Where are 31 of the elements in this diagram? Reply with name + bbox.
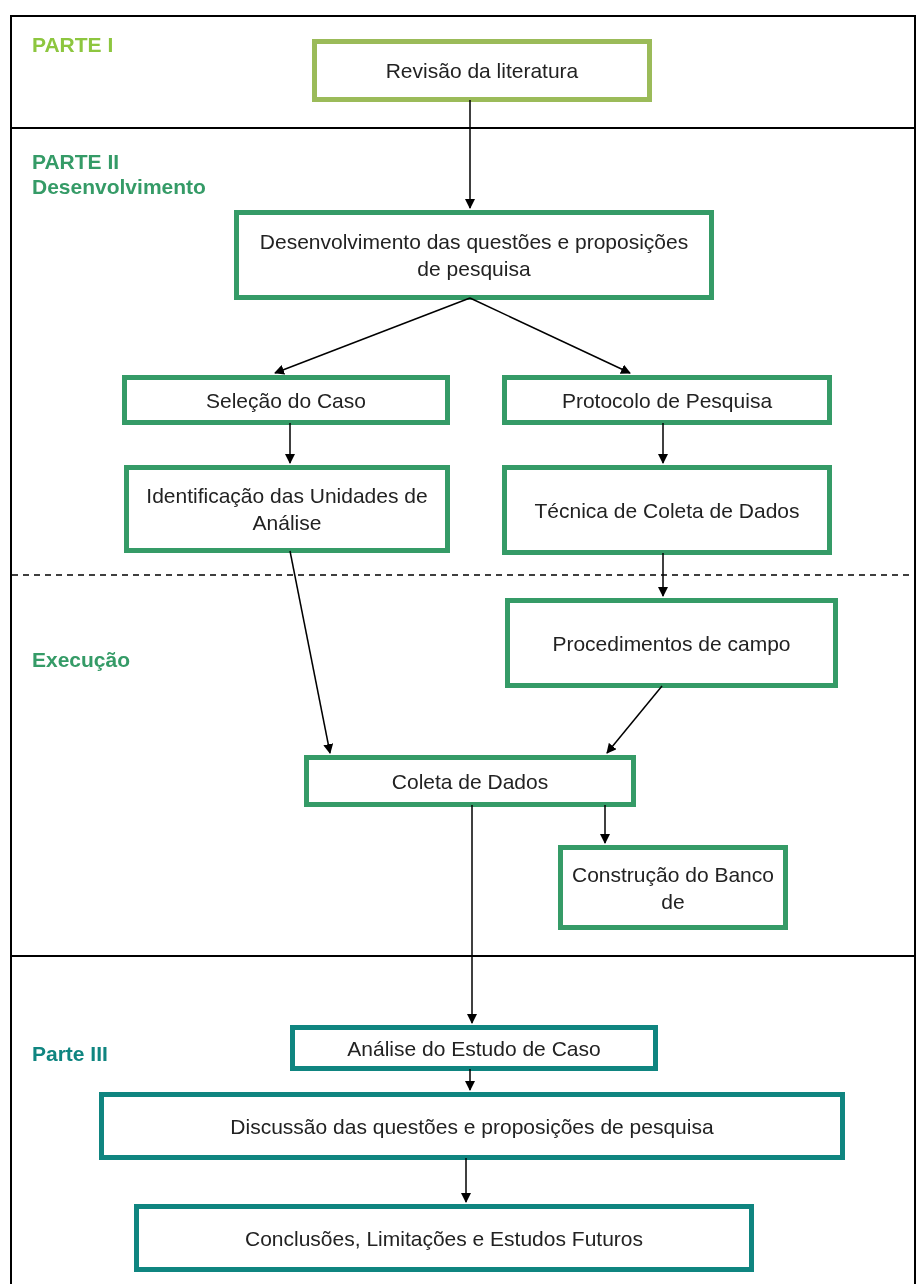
process-box: Seleção do Caso [122, 375, 450, 425]
section-band [10, 127, 916, 955]
arrow [461, 1157, 471, 1203]
section-band [10, 955, 916, 1284]
section-title: Parte III [32, 1041, 109, 1066]
arrow [606, 685, 663, 754]
process-box: Identificação das Unidades de Análise [124, 465, 450, 553]
arrow [274, 297, 471, 375]
arrow [658, 422, 668, 464]
arrow [289, 550, 334, 754]
process-box: Discussão das questões e proposições de pesquisa [99, 1092, 845, 1160]
process-box: Conclusões, Limitações e Estudos Futuros [134, 1204, 754, 1272]
arrow [469, 297, 631, 374]
section-band [10, 15, 916, 127]
process-box: Coleta de Dados [304, 755, 636, 807]
section-title: PARTE II Desenvolvimento [32, 149, 207, 199]
process-box: Protocolo de Pesquisa [502, 375, 832, 425]
process-box: Desenvolvimento das questões e proposições de pesquisa [234, 210, 714, 300]
arrow [467, 804, 477, 1024]
arrow [285, 422, 295, 464]
process-box: Técnica de Coleta de Dados [502, 465, 832, 555]
process-box: Análise do Estudo de Caso [290, 1025, 658, 1071]
process-box: Revisão da literatura [312, 39, 652, 102]
process-box: Procedimentos de campo [505, 598, 838, 688]
arrow [658, 552, 668, 597]
section-title: PARTE I [32, 32, 115, 57]
arrow [600, 804, 610, 844]
section-title: Execução [32, 647, 132, 672]
arrow [465, 99, 475, 209]
arrow [465, 1068, 475, 1091]
process-box: Construção do Banco de [558, 845, 788, 930]
